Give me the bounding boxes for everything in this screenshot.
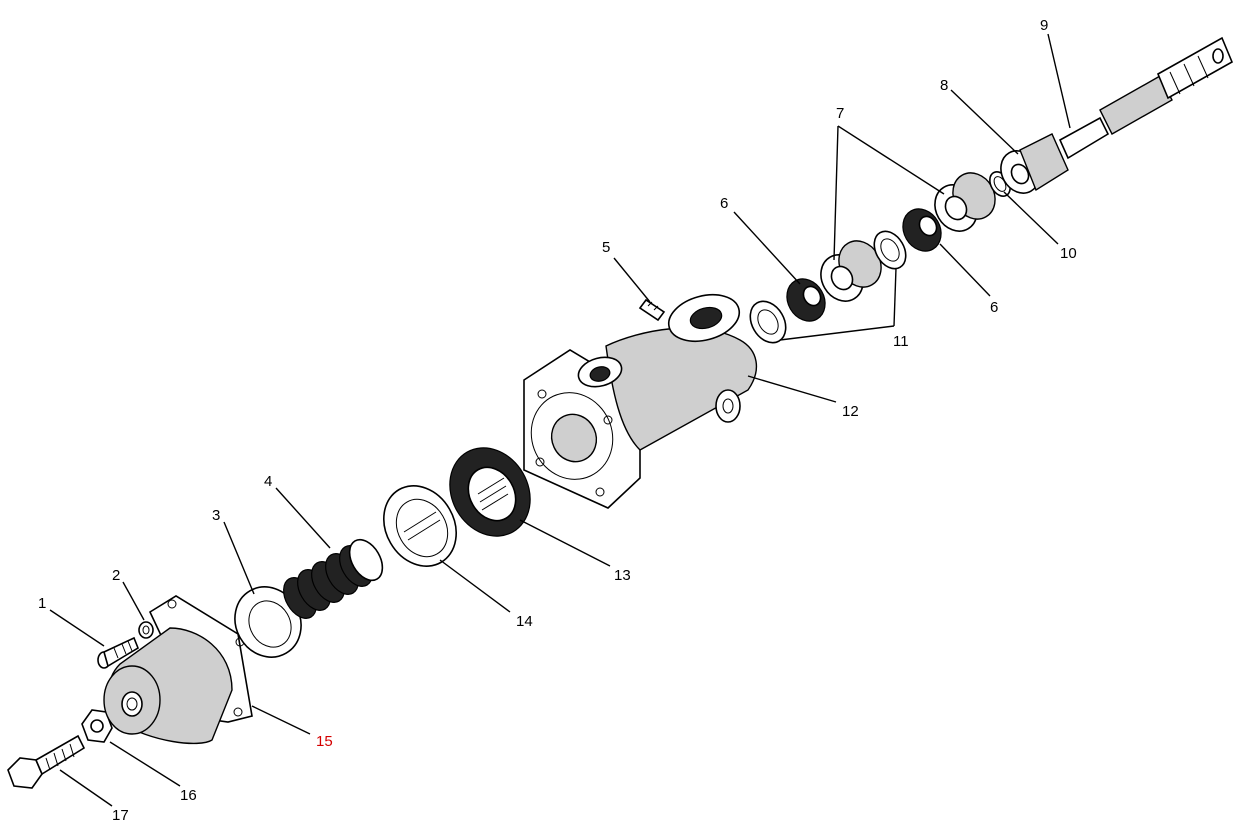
label-part-16: 16 bbox=[180, 787, 197, 804]
label-part-13: 13 bbox=[614, 567, 631, 584]
label-part-17: 17 bbox=[112, 807, 129, 824]
part-2-washer bbox=[138, 621, 154, 639]
part-6-packing-rear bbox=[902, 208, 942, 252]
part-15-end-cover bbox=[103, 595, 253, 745]
part-7-bushing-front bbox=[820, 240, 882, 302]
label-part-6-front: 6 bbox=[720, 195, 728, 212]
part-11-seal-ring-rear bbox=[873, 230, 907, 270]
label-part-9: 9 bbox=[1040, 17, 1048, 34]
part-13-diaphragm bbox=[449, 447, 531, 537]
label-part-3: 3 bbox=[212, 507, 220, 524]
label-part-1: 1 bbox=[38, 595, 46, 612]
label-part-12: 12 bbox=[842, 403, 859, 420]
part-17-hex-bolt bbox=[7, 734, 86, 789]
part-8-gland-nut bbox=[1000, 133, 1069, 194]
leader-lines bbox=[49, 33, 1071, 807]
label-part-2: 2 bbox=[112, 567, 120, 584]
label-part-14: 14 bbox=[516, 613, 533, 630]
part-4-coil-spring bbox=[283, 538, 384, 619]
label-part-7: 7 bbox=[836, 105, 844, 122]
label-part-15: 15 bbox=[316, 733, 333, 750]
part-12-valve-body bbox=[523, 293, 758, 509]
label-part-5: 5 bbox=[602, 239, 610, 256]
part-5-set-screw bbox=[638, 298, 666, 322]
label-part-8: 8 bbox=[940, 77, 948, 94]
part-11-seal-ring-front bbox=[749, 300, 787, 344]
part-labels: 1 2 3 4 5 6 7 8 9 6 10 11 12 13 14 15 16… bbox=[38, 17, 1077, 824]
part-14-seal-ring bbox=[383, 485, 457, 567]
part-6-packing-front bbox=[786, 278, 826, 322]
part-9-shaft bbox=[1058, 36, 1234, 160]
label-part-11: 11 bbox=[893, 333, 909, 350]
label-part-10: 10 bbox=[1060, 245, 1077, 262]
label-part-6-rear: 6 bbox=[990, 299, 998, 316]
part-1-screw bbox=[97, 636, 139, 669]
label-part-4: 4 bbox=[264, 473, 272, 490]
part-16-nut bbox=[81, 709, 113, 743]
